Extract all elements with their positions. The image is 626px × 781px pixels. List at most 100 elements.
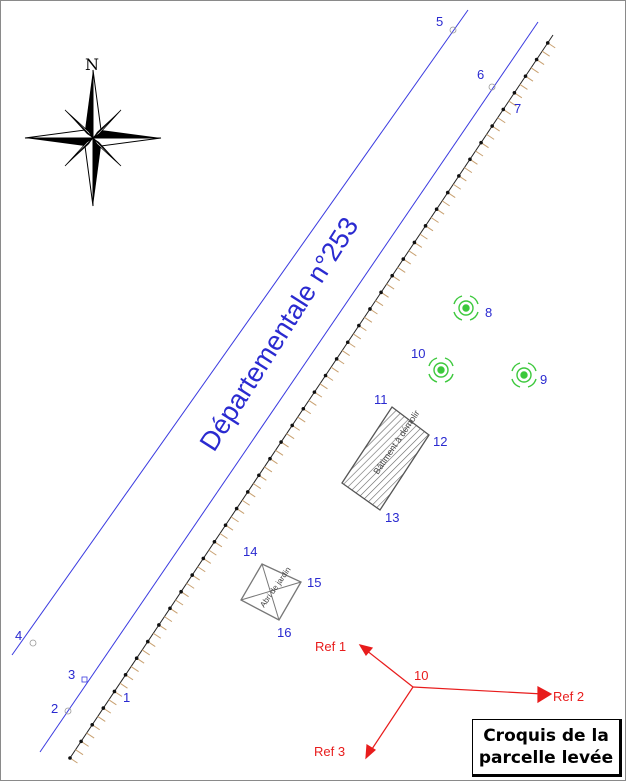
road-edge-outer [11,9,469,656]
fence-post [445,190,450,195]
fence-tick [153,632,162,639]
point-label: 9 [540,372,547,387]
fence-post [112,689,117,694]
fence-tick [130,666,139,672]
point-label: 7 [514,101,521,116]
fence-post [179,589,183,594]
compass-rose-icon [24,69,162,207]
marker-2-icon [64,707,72,715]
fence-tick [453,183,462,190]
fence-post [457,174,461,178]
north-label: N [85,55,99,74]
fence-post [301,406,306,411]
fence-post [201,556,206,561]
fence-post [123,673,128,677]
tree-icon [453,295,479,321]
point-label: 14 [243,544,257,559]
fence-tick [186,582,195,589]
station-refs [358,644,553,760]
fence-tick [308,400,317,406]
fence-line [68,34,556,764]
fence-post [534,57,539,62]
fence-tick [464,167,473,174]
fence-tick [341,350,350,356]
fence-post [434,207,439,211]
fence-tick [441,200,450,207]
fence-tick [397,266,406,273]
point-label: 10 [411,346,425,361]
fence-post [145,639,150,644]
fence-tick [475,150,484,157]
point-markers [29,26,496,715]
fence-tick [330,366,339,373]
fence-tick [497,117,506,124]
fence-tick [175,599,184,606]
fence-post [312,390,317,394]
fence-tick [508,100,517,107]
fence-tick [75,749,84,756]
fence-tick [486,133,495,140]
fence-tick [241,499,250,506]
fence-post [245,490,250,494]
fence-post [79,739,83,744]
fence-tick [86,732,95,739]
fence-post [368,307,372,311]
fence-post [423,224,428,228]
fence-post [290,423,294,428]
point-label: 4 [15,628,22,643]
crossed-shed-icon: Abri de jardin [240,563,302,621]
point-label: 13 [385,510,399,525]
fence-tick [319,383,328,390]
point-label: 15 [307,575,321,590]
fence-tick [197,566,206,573]
fence-tick [97,716,106,722]
fence-post [257,473,261,478]
fence-tick [419,233,428,240]
fence-post [134,656,139,661]
station-label: 10 [414,668,428,683]
caption-line-2: parcelle levée [478,748,614,768]
fence-tick [119,682,128,689]
fence-tick [530,67,539,74]
fence-tick [353,333,362,340]
fence-post [68,756,72,760]
fence-tick [519,84,528,90]
point-label: 8 [485,305,492,320]
road-edge-inner [39,21,539,753]
ref3-label: Ref 3 [314,744,345,759]
point-label: 6 [477,67,484,82]
point-label: 1 [123,690,130,705]
ref2-arrow-icon [537,685,553,704]
tree-icon [511,362,537,388]
road-lines [11,9,539,753]
fence-tick [408,250,417,257]
marker-3-icon [81,676,88,683]
fence-tick [164,616,173,623]
fence-post [234,506,239,511]
fence-post [323,373,328,378]
ref2-label: Ref 2 [553,689,584,704]
point-label: 16 [277,625,291,640]
fence-tick [275,449,284,456]
fence-tick [208,549,217,556]
fence-post [268,456,272,461]
fence-post [223,523,228,527]
fence-post [412,240,417,245]
fence-tick [141,649,150,656]
ref1-arrow-icon [358,644,374,657]
fence-tick [230,516,239,523]
fence-post [523,74,528,78]
fence-post [90,722,95,727]
fence-tick [286,433,295,440]
point-label: 3 [68,667,75,682]
fence-tick [541,50,550,57]
tree-icon [428,357,454,383]
fence-tick [430,217,439,223]
fence-post [501,107,506,112]
fence-tick [364,316,373,323]
fence-tick [375,300,384,307]
fence-post [468,157,472,162]
fence-post [379,290,383,295]
